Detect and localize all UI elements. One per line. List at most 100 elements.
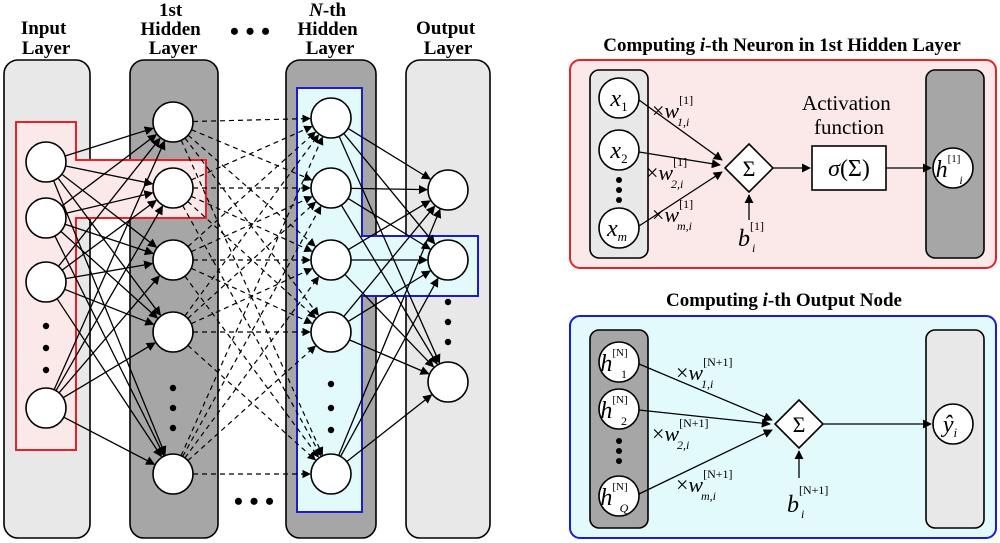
output-weight-m: ×w[N+1]m,i xyxy=(676,467,733,503)
edge-h1-hN-3-4 xyxy=(187,344,317,461)
edge-h1-hN-4-3 xyxy=(187,345,317,462)
neuron-edge-1 xyxy=(638,99,723,161)
edge-h1-hN-4-1 xyxy=(182,205,322,457)
edge-h1-hN-4-2 xyxy=(184,276,320,459)
output-layer-node-2 xyxy=(427,239,469,281)
edge-input-h1-2-0 xyxy=(57,137,161,267)
edge-input-h1-0-1 xyxy=(65,165,154,187)
neuron-sum-node: Σ xyxy=(723,142,775,194)
neuron-input-dots xyxy=(616,177,622,203)
neuron-panel-frame xyxy=(569,59,997,269)
edge-h1-hN-0-0 xyxy=(192,114,311,123)
edge-h1-hN-1-4 xyxy=(182,205,322,457)
edge-input-h1-3-4 xyxy=(63,416,156,465)
edge-input-h1-3-2 xyxy=(58,275,160,394)
svg-text:σ(Σ): σ(Σ) xyxy=(828,156,870,182)
output-input-h2: h[N]2 xyxy=(598,388,640,430)
output-edge-Q xyxy=(638,429,773,495)
output-panel-title: Computing i-th Output Node xyxy=(666,290,902,311)
output-bias: b[N+1]i xyxy=(787,483,828,521)
neuron-bias: b[1]i xyxy=(738,219,764,255)
edge-h1-hN-1-3 xyxy=(187,201,317,319)
edge-h1-hN-0-2 xyxy=(187,134,316,247)
hiddenN-layer-node-1 xyxy=(310,97,352,139)
network-edges xyxy=(52,114,442,479)
hidden1-layer-node-5 xyxy=(152,453,194,495)
edge-input-h1-1-3 xyxy=(60,230,159,319)
edge-hN-out-2-0 xyxy=(347,200,431,251)
output-layer-ellipsis-dot-2 xyxy=(444,318,452,326)
svg-text:Σ: Σ xyxy=(793,412,806,437)
svg-text:h[1]i: h[1]i xyxy=(936,153,963,187)
neuron-input-xm: xm xyxy=(598,207,640,249)
svg-text:Σ: Σ xyxy=(743,156,756,181)
output-edge-1 xyxy=(638,363,773,422)
hiddenN-layer-ellipsis-dot-3 xyxy=(327,426,335,434)
output-input-hQ: h[N]Q xyxy=(598,475,640,517)
output-layer-label: Output Layer xyxy=(416,18,480,59)
hiddenN-layer-node-5 xyxy=(310,453,352,495)
edge-hN-out-0-0 xyxy=(347,127,431,180)
edge-input-h1-2-1 xyxy=(61,199,157,271)
input-layer-ellipsis-dot-1 xyxy=(42,322,50,330)
output-edge-2 xyxy=(638,409,771,428)
svg-text:ŷi: ŷi xyxy=(941,412,958,440)
output-input-dots xyxy=(616,438,622,464)
hidden1-layer-ellipsis-dot-1 xyxy=(169,384,177,392)
input-layer-node-2 xyxy=(25,197,67,239)
edge-input-h1-0-0 xyxy=(64,126,154,157)
svg-text:x2: x2 xyxy=(609,138,627,166)
neuron-edge-m xyxy=(638,171,723,227)
hidden1-layer-node-4 xyxy=(152,311,194,353)
edge-hN-out-4-0 xyxy=(338,208,442,456)
edge-hN-out-1-2 xyxy=(340,204,438,365)
output-layer-node-1 xyxy=(427,169,469,211)
edge-h1-hN-3-0 xyxy=(184,134,320,317)
neuron-input-x2: x2 xyxy=(598,129,640,171)
neuron-panel: Computing i-th Neuron in 1st Hidden Laye… xyxy=(569,35,997,269)
output-yhat-node: ŷi xyxy=(932,403,974,445)
svg-text:h[N]2: h[N]2 xyxy=(600,394,627,428)
hiddenN-layer-label: N-th Hidden Layer xyxy=(298,0,363,59)
edge-hN-out-0-2 xyxy=(338,136,441,364)
edge-hN-out-3-1 xyxy=(347,270,431,323)
activation-function-box: σ(Σ) xyxy=(811,145,887,191)
hidden1-layer-label: 1st Hidden Layer xyxy=(141,0,206,59)
output-layer-ellipsis-dot-1 xyxy=(444,298,452,306)
output-weight-1: ×w[N+1]1,i xyxy=(676,355,733,391)
activation-label: Activation function xyxy=(802,91,896,139)
hidden1-layer-node-1 xyxy=(152,101,194,143)
input-layer-node-4 xyxy=(25,387,67,429)
edge-h1-hN-0-3 xyxy=(184,137,319,316)
edge-hN-out-2-2 xyxy=(344,273,435,368)
edge-input-h1-2-4 xyxy=(56,298,162,458)
edge-h1-hN-1-0 xyxy=(191,125,313,181)
edge-input-h1-3-1 xyxy=(55,205,164,392)
edge-hN-out-4-1 xyxy=(340,277,439,457)
edge-hN-out-4-2 xyxy=(346,394,433,463)
output-sum-node: Σ xyxy=(773,398,825,450)
top-layer-ellipsis: • • • xyxy=(230,17,270,46)
hiddenN-layer-node-3 xyxy=(310,239,352,281)
input-layer-label: Input Layer xyxy=(21,18,71,59)
hidden1-layer-ellipsis-dot-2 xyxy=(169,404,177,412)
neuron-weight-2: ×w[1]2,i xyxy=(646,155,687,191)
input-layer-ellipsis-dot-2 xyxy=(42,344,50,352)
svg-text:x1: x1 xyxy=(609,86,627,114)
edge-hN-out-1-0 xyxy=(350,184,428,195)
edge-input-h1-0-2 xyxy=(61,173,158,248)
hiddenN-layer-node-2 xyxy=(310,167,352,209)
neuron-output-h: h[1]i xyxy=(932,147,974,189)
neuron-weight-m: ×w[1]m,i xyxy=(652,197,693,233)
output-panel: Computing i-th Output Node h[N]1 h[N]2 h… xyxy=(569,290,997,539)
network-nodes xyxy=(25,97,469,495)
edge-hN-out-3-2 xyxy=(349,339,430,375)
hidden1-layer-node-2 xyxy=(152,167,194,209)
edge-h1-hN-0-1 xyxy=(191,129,313,181)
neuron-edge-2 xyxy=(638,151,721,169)
input-layer-node-1 xyxy=(25,141,67,183)
hiddenN-layer-node-4 xyxy=(310,311,352,353)
output-layer-ellipsis-dot-3 xyxy=(444,338,452,346)
output-input-h1: h[N]1 xyxy=(598,341,640,383)
input-layer-node-3 xyxy=(25,261,67,303)
